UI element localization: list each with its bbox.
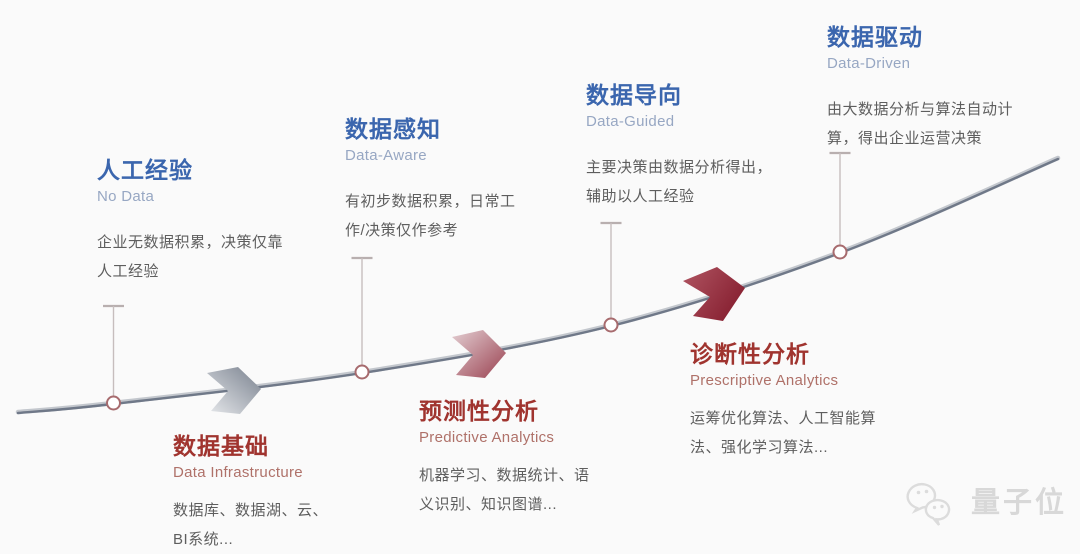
stage-description: 有初步数据积累，日常工 作/决策仅作参考 (345, 193, 516, 239)
stage-title: 数据感知 (345, 116, 441, 142)
stage-description: 企业无数据积累，决策仅靠 人工经验 (97, 234, 284, 280)
qbitai-watermark: 量子位 (903, 474, 1067, 526)
stage-pin-1 (103, 304, 124, 396)
stage-title: 数据导向 (586, 82, 682, 108)
stage-predictive-analytics: 预测性分析 Predictive Analytics 机器学习、数据统计、语 义… (419, 398, 590, 519)
watermark-text: 量子位 (971, 487, 1068, 519)
stage-subtitle: Data Infrastructure (173, 464, 303, 481)
stage-pin-4 (829, 151, 851, 245)
stage-subtitle: Data-Guided (586, 113, 675, 130)
stage-description: 主要决策由数据分析得出， 辅助以人工经验 (586, 159, 773, 205)
arrow-icon-gray (207, 367, 261, 414)
stage-title: 数据驱动 (827, 24, 923, 50)
stage-data-guided: 数据导向 Data-Guided 主要决策由数据分析得出， 辅助以人工经验 (586, 82, 772, 211)
arrow-icon-rose (452, 330, 506, 378)
stage-description: 数据库、数据湖、云、 BI系统... (173, 502, 329, 548)
stage-marker-4 (832, 244, 848, 260)
stage-marker-3 (603, 317, 619, 333)
stage-subtitle: Data-Aware (345, 147, 427, 164)
stage-data-infrastructure: 数据基础 Data Infrastructure 数据库、数据湖、云、 BI系统… (173, 433, 328, 554)
stage-title: 诊断性分析 (690, 341, 810, 367)
stage-marker-2 (354, 364, 370, 380)
stage-description: 运筹优化算法、人工智能算 法、强化学习算法... (690, 410, 877, 456)
stage-subtitle: Predictive Analytics (419, 429, 555, 446)
stage-pin-3 (600, 221, 622, 318)
stage-prescriptive-analytics: 诊断性分析 Prescriptive Analytics 运筹优化算法、人工智能… (690, 341, 876, 462)
stage-title: 数据基础 (173, 433, 269, 459)
stage-title: 人工经验 (97, 157, 193, 183)
wechat-bubbles-icon (906, 482, 951, 526)
stage-no-data: 人工经验 No Data 企业无数据积累，决策仅靠 人工经验 (97, 157, 283, 286)
stage-data-aware: 数据感知 Data-Aware 有初步数据积累，日常工 作/决策仅作参考 (345, 116, 516, 245)
stage-pin-2 (351, 256, 373, 365)
arrow-icon-maroon (683, 267, 745, 321)
stage-description: 机器学习、数据统计、语 义识别、知识图谱... (419, 467, 590, 513)
stage-marker-1 (106, 395, 121, 411)
stage-data-driven: 数据驱动 Data-Driven 由大数据分析与算法自动计 算，得出企业运营决策 (827, 24, 1013, 153)
stage-subtitle: No Data (97, 188, 155, 205)
stage-subtitle: Prescriptive Analytics (690, 372, 839, 389)
stage-subtitle: Data-Driven (827, 55, 911, 72)
maturity-curve (16, 157, 1060, 415)
stage-title: 预测性分析 (419, 398, 539, 424)
stage-description: 由大数据分析与算法自动计 算，得出企业运营决策 (827, 101, 1014, 147)
